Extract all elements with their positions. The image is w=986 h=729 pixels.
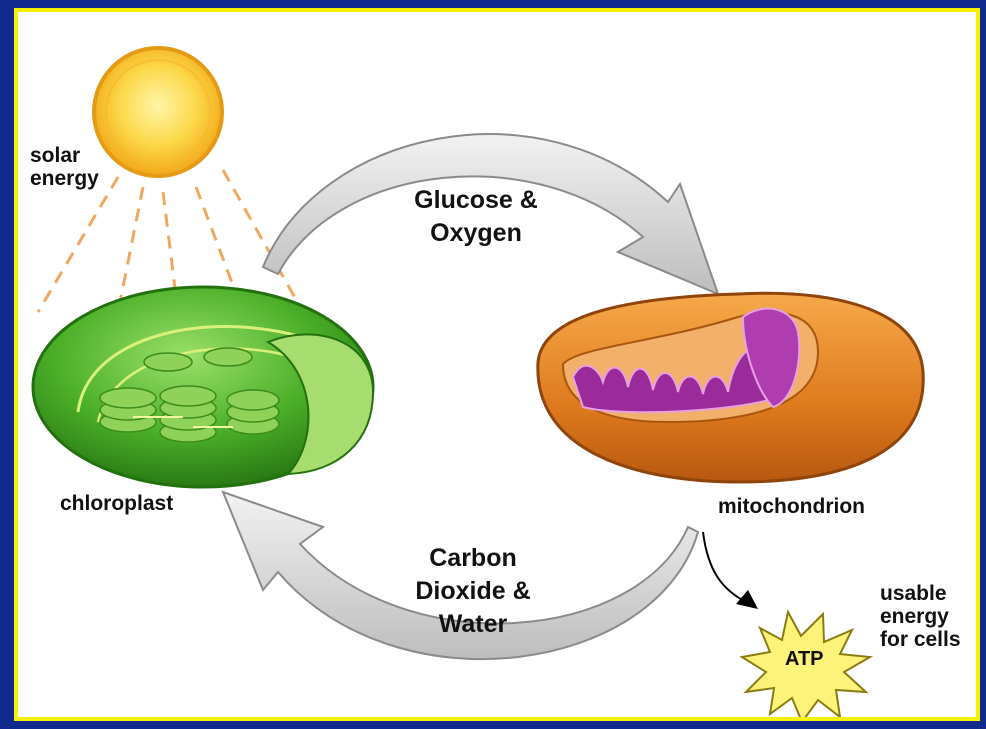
chloroplast-icon [33, 287, 373, 487]
atp-pointer-arrow [703, 532, 758, 609]
solar-energy-label: solar energy [30, 144, 99, 190]
sun-icon [94, 48, 222, 176]
mitochondrion-label: mitochondrion [718, 495, 865, 518]
mitochondrion-icon [538, 293, 923, 482]
glucose-oxygen-label: Glucose & Oxygen [396, 184, 556, 250]
diagram-frame: solar energy Glucose & Oxygen chloroplas… [14, 8, 980, 721]
chloroplast-label: chloroplast [60, 492, 173, 515]
co2-water-label: Carbon Dioxide & Water [393, 542, 553, 641]
usable-energy-label: usable energy for cells [880, 582, 961, 651]
atp-label: ATP [785, 648, 824, 671]
